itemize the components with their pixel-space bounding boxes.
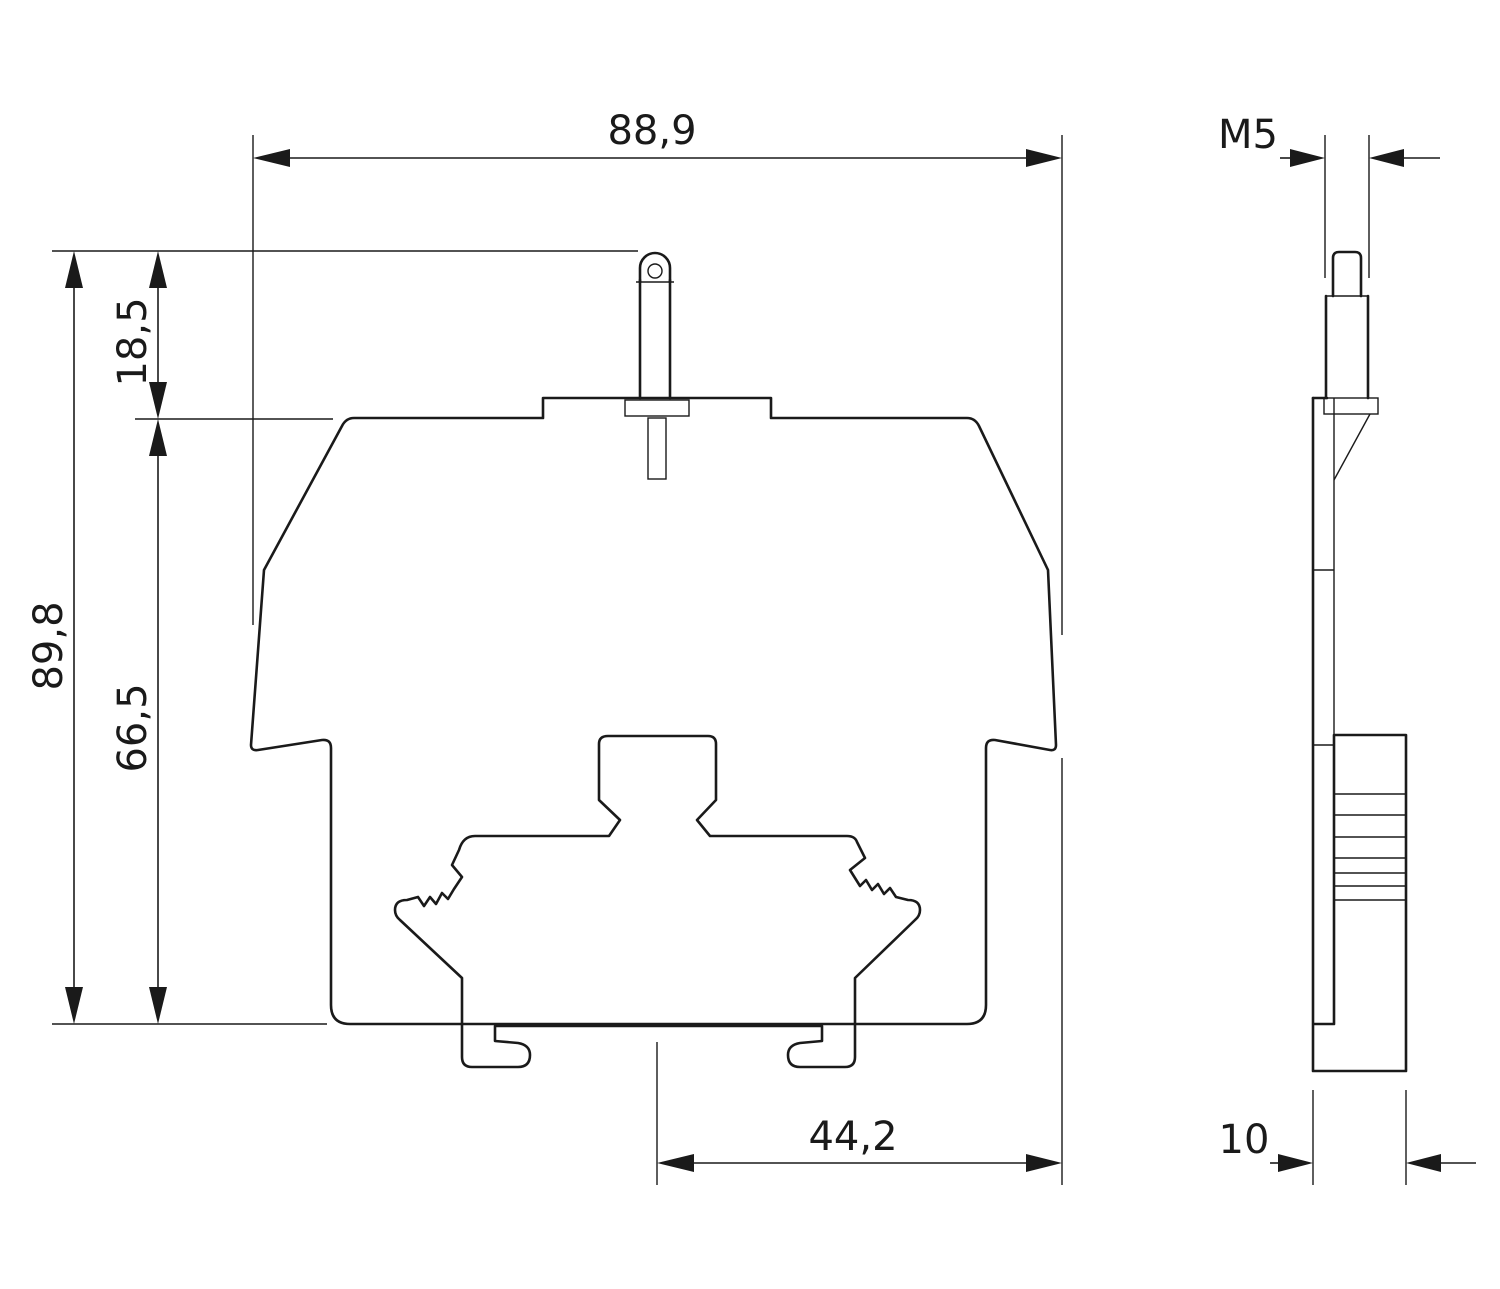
- side-view: M5 10: [1218, 112, 1476, 1185]
- front-view: 88,9 44,2 89,8 18,5 66,5: [26, 108, 1063, 1185]
- dim-label-thread: M5: [1218, 112, 1278, 158]
- dim-label-total-width: 88,9: [607, 108, 696, 154]
- dim-total-width: 88,9: [253, 108, 1062, 167]
- stud-washer: [624, 399, 690, 417]
- dim-label-total-height: 89,8: [26, 601, 72, 690]
- dim-label-rail-offset: 44,2: [808, 1114, 897, 1160]
- dim-terminal-height: 18,5: [110, 251, 167, 419]
- dim-body-height: 66,5: [110, 419, 167, 1024]
- side-plate: [1311, 396, 1408, 1073]
- dim-rail-offset: 44,2: [657, 1114, 1062, 1172]
- dim-label-body-height: 66,5: [110, 683, 156, 772]
- din-rail-foot: [393, 734, 922, 1069]
- dim-total-height: 89,8: [26, 251, 83, 1024]
- side-foot-stripes: [1334, 793, 1406, 901]
- stud-eye-icon: [647, 263, 663, 279]
- dim-label-thickness: 10: [1219, 1117, 1270, 1163]
- terminal-stud: [624, 251, 690, 480]
- side-stud: [1323, 250, 1379, 415]
- stud-shank: [647, 417, 667, 480]
- dim-thread: M5: [1218, 112, 1440, 167]
- dim-label-terminal-height: 18,5: [110, 297, 156, 386]
- dim-thickness: 10: [1219, 1117, 1476, 1172]
- housing-outline: [249, 396, 1058, 1026]
